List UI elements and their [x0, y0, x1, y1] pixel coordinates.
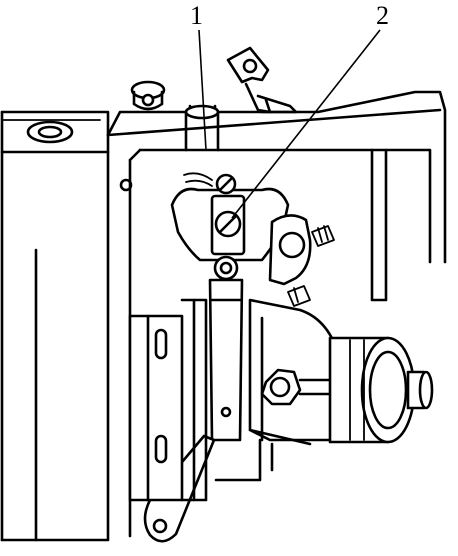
oil-cup-oval [26, 120, 74, 144]
thread-guide-lever [226, 46, 298, 114]
callout-label-2: 2 [376, 1, 389, 30]
leader-line-2 [231, 29, 381, 219]
tension-arm [268, 214, 335, 307]
slide-plate [128, 298, 208, 502]
presser-bar-shaft [184, 104, 220, 152]
callout-labels: 1 2 [190, 1, 389, 30]
hex-nut [260, 368, 302, 406]
machine-arm [0, 110, 110, 542]
motor-drum [328, 336, 434, 444]
oil-hole-screw [130, 80, 166, 111]
callout-label-1: 1 [190, 1, 203, 30]
cam-bracket [214, 298, 352, 482]
callout-leaders [198, 29, 381, 219]
leader-line-1 [198, 29, 207, 151]
needle-bar-block [170, 172, 290, 281]
